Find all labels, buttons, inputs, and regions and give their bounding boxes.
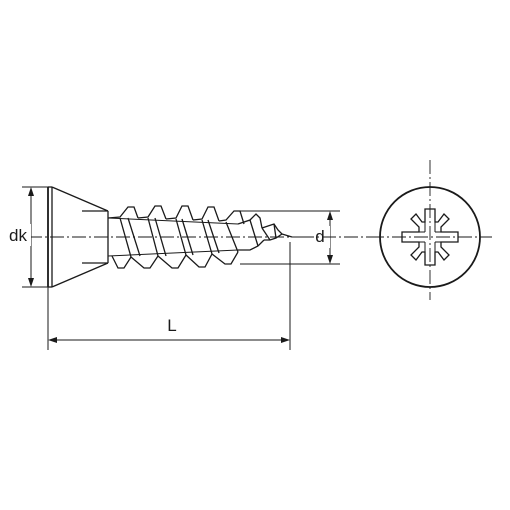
- pozidriv-cross-icon: [401, 208, 459, 266]
- screw-head-end-view: [370, 160, 492, 300]
- thread-diameter-label: d: [315, 227, 324, 246]
- head-diameter-label: dk: [9, 226, 27, 245]
- length-label: L: [167, 316, 176, 335]
- head-diameter-dimension: dk: [5, 186, 48, 288]
- length-dimension: L: [47, 242, 291, 350]
- thread-diameter-dimension: d: [240, 210, 340, 265]
- screw-side-view: [28, 186, 300, 288]
